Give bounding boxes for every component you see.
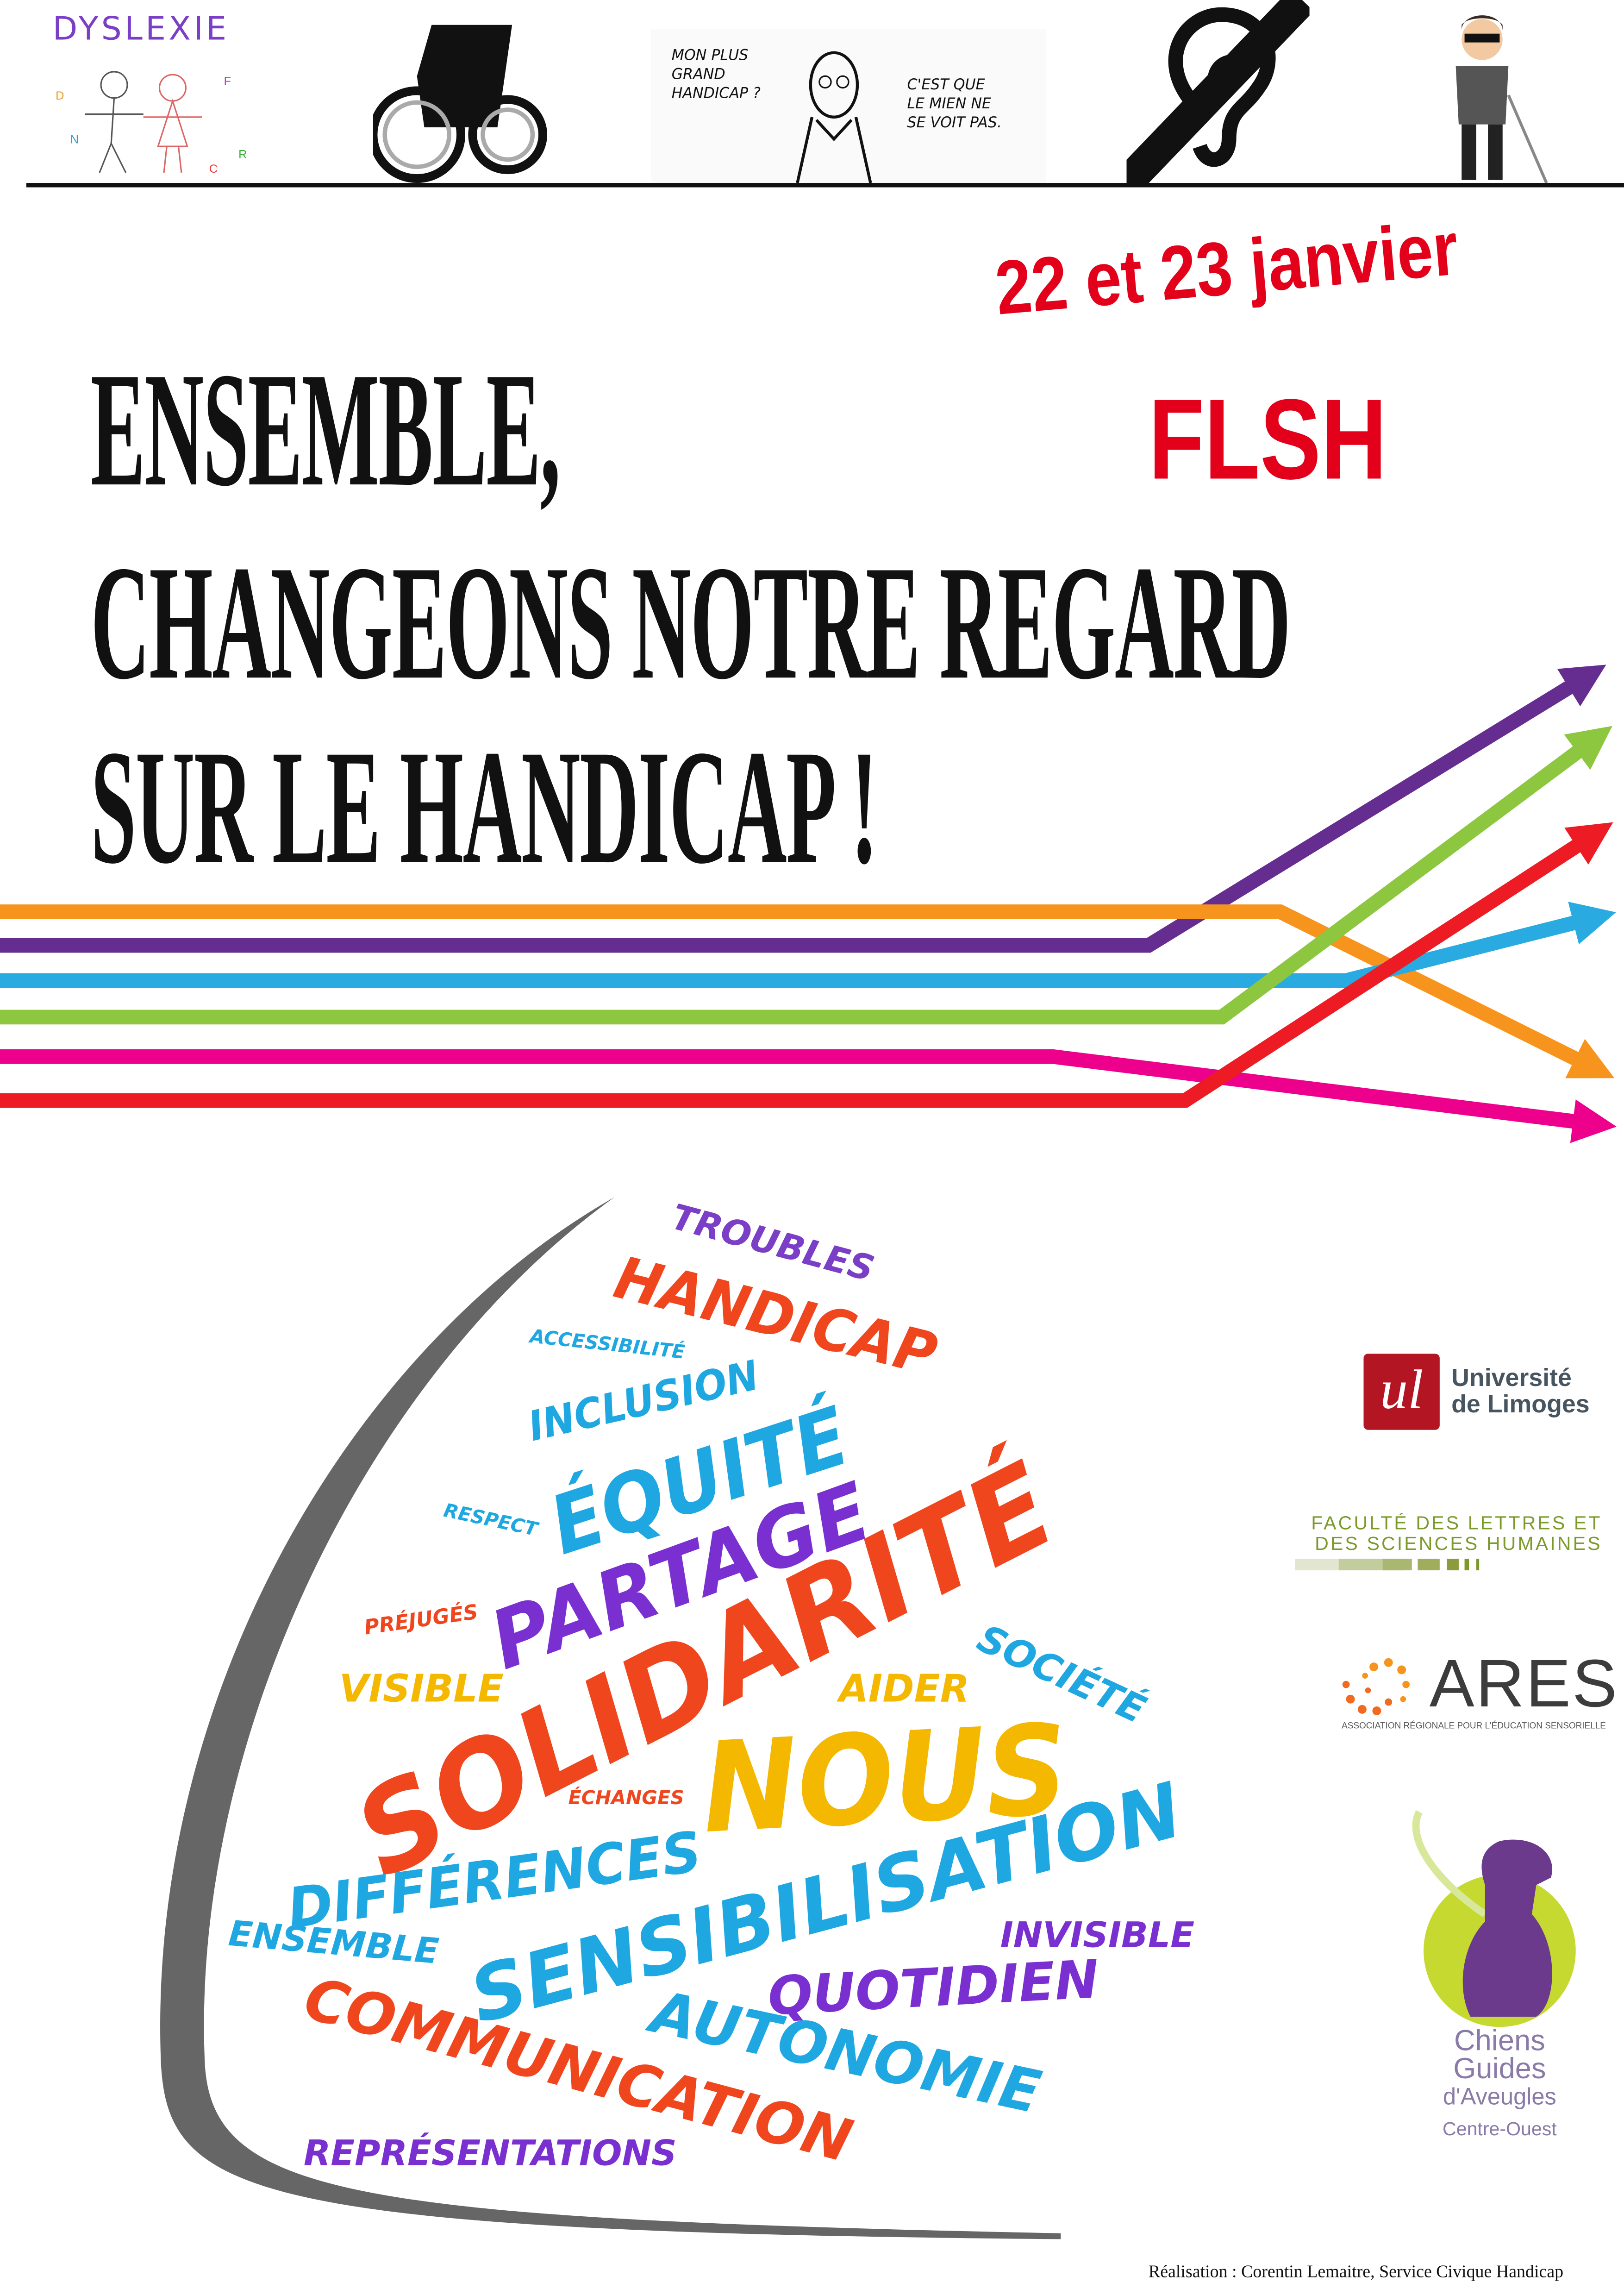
green-arrow-line <box>0 733 1599 1025</box>
orange-arrow-line <box>0 904 1598 1075</box>
headline-line-2: CHANGEONS NOTRE REGARD <box>90 533 1291 715</box>
cartoon-left-bubble: MON PLUS GRAND HANDICAP ? <box>671 48 761 103</box>
pink-arrow-line <box>0 1049 1596 1131</box>
faculte-line-2: DES SCIENCES HUMAINES <box>1315 1532 1602 1555</box>
svg-text:D: D <box>56 89 64 102</box>
universite-line-2: de Limoges <box>1451 1390 1590 1418</box>
ares-spiral-icon <box>1342 1658 1410 1715</box>
universite-line-1: Université <box>1451 1364 1572 1392</box>
word-cloud-word-aider: AIDER <box>839 1668 970 1712</box>
word-cloud-word-invisible: INVISIBLE <box>1000 1915 1195 1956</box>
word-cloud-word-accessibilité: ACCESSIBILITÉ <box>529 1326 686 1365</box>
red-arrow-head <box>1564 822 1613 865</box>
blind-person-icon <box>1455 15 1548 184</box>
svg-text:N: N <box>70 133 79 146</box>
chiens-guides-line-3: d'Aveugles <box>1443 2085 1556 2111</box>
red-arrow-line <box>0 828 1599 1108</box>
faculte-bars-icon <box>1294 1558 1480 1571</box>
svg-text:R: R <box>238 148 247 161</box>
blue-arrow-head <box>1568 902 1616 945</box>
headline-line-1: ENSEMBLE, <box>90 339 561 521</box>
chiens-guides-line-4: Centre-Ouest <box>1443 2118 1557 2140</box>
dyslexia-logo-text: DYSLEXIE <box>52 12 230 49</box>
word-cloud-word-représentations: REPRÉSENTATIONS <box>303 2132 677 2174</box>
word-cloud-word-visible: VISIBLE <box>339 1668 504 1712</box>
cartoon-man-icon <box>796 51 872 183</box>
word-cloud-word-ensemble: ENSEMBLE <box>227 1913 441 1973</box>
children-drawing-icon: D F N R C <box>56 71 247 176</box>
green-arrow-head <box>1564 726 1612 770</box>
pink-arrow-head <box>1570 1099 1617 1143</box>
word-cloud-word-échanges: ÉCHANGES <box>568 1788 684 1810</box>
blue-arrow-line <box>0 910 1597 988</box>
ares-subtitle: ASSOCIATION RÉGIONALE POUR L'ÉDUCATION S… <box>1342 1722 1606 1731</box>
event-place: FLSH <box>1148 375 1387 504</box>
faculte-line-1: FACULTÉ DES LETTRES ET <box>1311 1511 1602 1534</box>
guide-dog-icon <box>1412 1810 1576 2027</box>
chiens-guides-line-2: Guides <box>1453 2053 1546 2086</box>
purple-arrow-line <box>0 670 1592 953</box>
headline-line-3: SUR LE HANDICAP ! <box>90 717 878 899</box>
word-cloud-word-quotidien: QUOTIDIEN <box>766 1950 1100 2028</box>
ul-monogram-icon: ul <box>1363 1354 1440 1430</box>
wheelchair-icon <box>373 25 547 183</box>
colored-arrows <box>0 665 1617 1143</box>
cartoon-right-bubble: C'EST QUE LE MIEN NE SE VOIT PAS. <box>907 77 1002 132</box>
svg-text:F: F <box>224 75 231 88</box>
dyslexia-image: DYSLEXIE D F N R C <box>41 12 275 180</box>
chiens-guides-logo: Chiens Guides d'Aveugles Centre-Ouest <box>1397 1797 1602 2148</box>
orange-arrow-head <box>1565 1039 1615 1079</box>
chiens-guides-line-1: Chiens <box>1454 2025 1545 2058</box>
faculte-logo: FACULTÉ DES LETTRES ET DES SCIENCES HUMA… <box>1287 1511 1602 1571</box>
svg-text:C: C <box>209 163 218 176</box>
ares-name: ARES <box>1429 1645 1619 1721</box>
purple-arrow-head <box>1557 665 1606 707</box>
hearing-impaired-icon <box>1126 0 1310 186</box>
word-cloud-word-préjugés: PRÉJUGÉS <box>362 1601 480 1641</box>
header-divider <box>26 183 1624 188</box>
word-cloud-word-respect: RESPECT <box>441 1500 539 1542</box>
cartoon-image: MON PLUS GRAND HANDICAP ? C'EST QUE LE M… <box>651 29 1046 183</box>
credit-footer: Réalisation : Corentin Lemaitre, Service… <box>1148 2261 1564 2282</box>
